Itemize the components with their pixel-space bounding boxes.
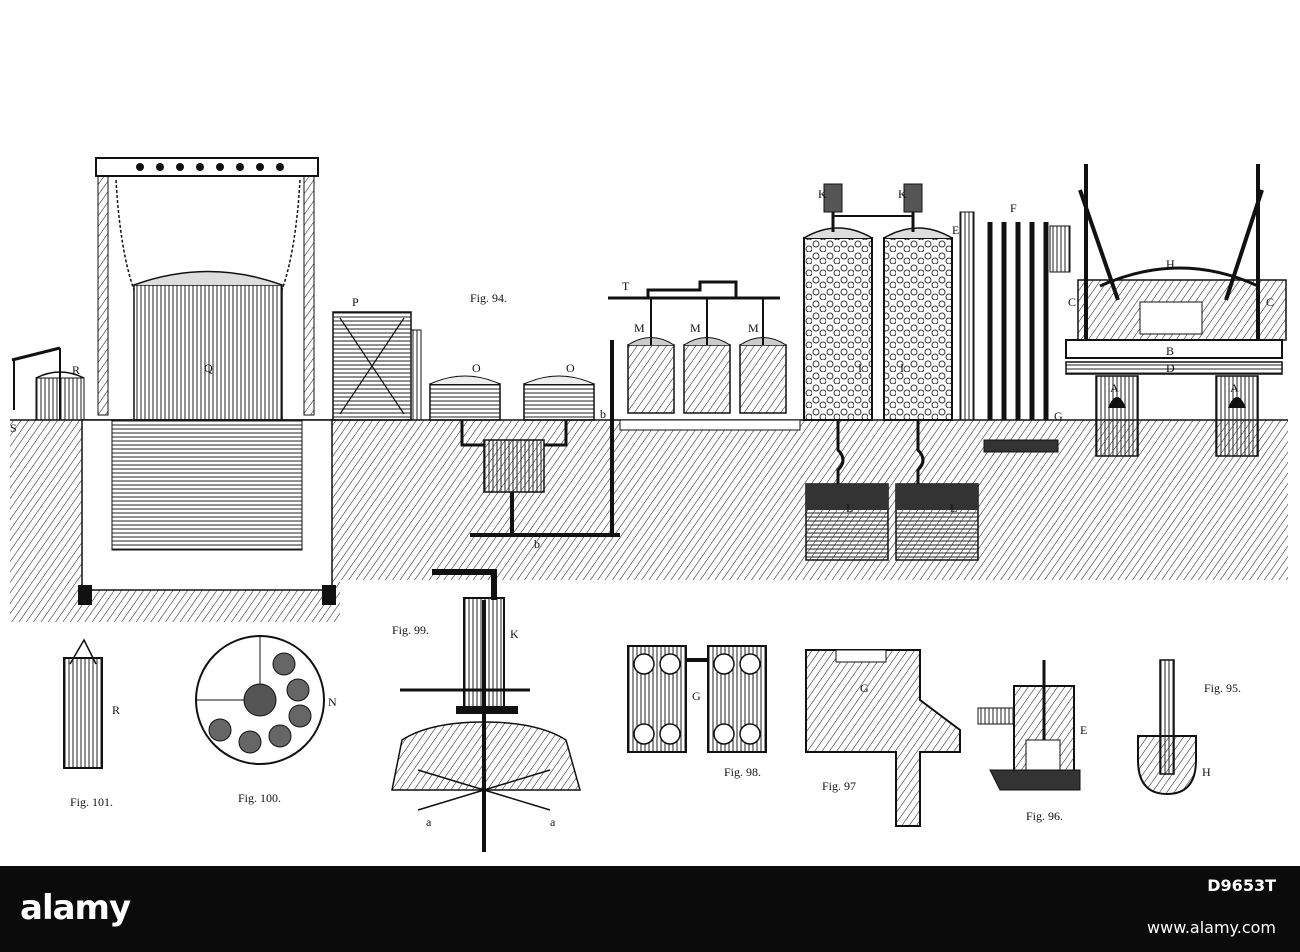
caption-fig-98: Fig. 98. — [724, 765, 761, 779]
letter-p: P — [352, 295, 359, 309]
fig-98-detail — [627, 645, 767, 753]
letter-s: S — [10, 421, 17, 435]
site-url: www.alamy.com — [1147, 918, 1276, 937]
caption-fig-100: Fig. 100. — [238, 791, 281, 805]
figure-captions: Fig. 94. Fig. 95. Fig. 96. Fig. 97 Fig. … — [70, 291, 1241, 823]
image-id: D9653T — [1207, 876, 1276, 895]
letter-a-small-1: a — [426, 815, 432, 829]
letter-d: D — [1166, 361, 1175, 375]
letter-a-1: A — [1110, 381, 1119, 395]
engraving-plate: Fig. 94. Fig. 95. Fig. 96. Fig. 97 Fig. … — [10, 157, 1288, 852]
part-letters: R S Q P O O T M M M K K I I L L E F G H … — [10, 187, 1274, 829]
letter-e-2: E — [1080, 723, 1087, 737]
letter-i-2: I — [900, 361, 904, 375]
letter-i-1: I — [858, 361, 862, 375]
letter-g-2: G — [692, 689, 701, 703]
letter-t: T — [622, 279, 630, 293]
letter-l-1: L — [846, 501, 853, 515]
letter-c-2: C — [1266, 295, 1274, 309]
letter-g: G — [1054, 409, 1063, 423]
fig-97-detail — [805, 649, 961, 827]
letter-k-1: K — [818, 187, 827, 201]
fig-95-detail — [1137, 659, 1197, 796]
fig-96-detail — [977, 660, 1081, 791]
alamy-logo: alamy — [20, 880, 152, 936]
letter-h-2: H — [1202, 765, 1211, 779]
alamy-logo-text: alamy — [20, 888, 131, 928]
letter-r-2: R — [112, 703, 120, 717]
fig-101-detail — [63, 638, 103, 769]
fig-100-detail — [195, 635, 325, 765]
letter-k-2: K — [898, 187, 907, 201]
letter-r: R — [72, 363, 80, 377]
letter-a-small-2: a — [550, 815, 556, 829]
purifiers-o — [429, 340, 620, 537]
fig-94-gasworks-section — [10, 157, 1288, 622]
coke-towers-i — [803, 183, 979, 561]
fig-99-detail — [391, 569, 581, 852]
letter-h: H — [1166, 257, 1175, 271]
scrubber-p — [332, 311, 422, 421]
caption-fig-94: Fig. 94. — [470, 291, 507, 305]
letter-b-small-2: b — [534, 537, 540, 551]
letter-m-1: M — [634, 321, 645, 335]
caption-fig-95: Fig. 95. — [1204, 681, 1241, 695]
small-gasholder-r — [11, 346, 85, 421]
letter-a-2: A — [1230, 381, 1239, 395]
stock-footer: alamy D9653T www.alamy.com — [0, 866, 1300, 952]
letter-f: F — [1010, 201, 1017, 215]
condensers-m — [608, 280, 801, 431]
letter-l-2: L — [950, 501, 957, 515]
gasholder-q — [78, 157, 336, 605]
letter-k-3: K — [510, 627, 519, 641]
caption-fig-101: Fig. 101. — [70, 795, 113, 809]
letter-m-3: M — [748, 321, 759, 335]
letter-c-1: C — [1068, 295, 1076, 309]
letter-o-2: O — [566, 361, 575, 375]
letter-b-small-1: b — [600, 407, 606, 421]
retort-bench — [1065, 164, 1287, 457]
letter-m-2: M — [690, 321, 701, 335]
caption-fig-97: Fig. 97 — [822, 779, 856, 793]
letter-n: N — [328, 695, 337, 709]
letter-q: Q — [204, 361, 213, 375]
letter-e: E — [952, 223, 959, 237]
condenser-pipes-f — [959, 211, 1071, 453]
letter-g-3: G — [860, 681, 869, 695]
letter-b: B — [1166, 344, 1174, 358]
caption-fig-96: Fig. 96. — [1026, 809, 1063, 823]
letter-o-1: O — [472, 361, 481, 375]
caption-fig-99: Fig. 99. — [392, 623, 429, 637]
